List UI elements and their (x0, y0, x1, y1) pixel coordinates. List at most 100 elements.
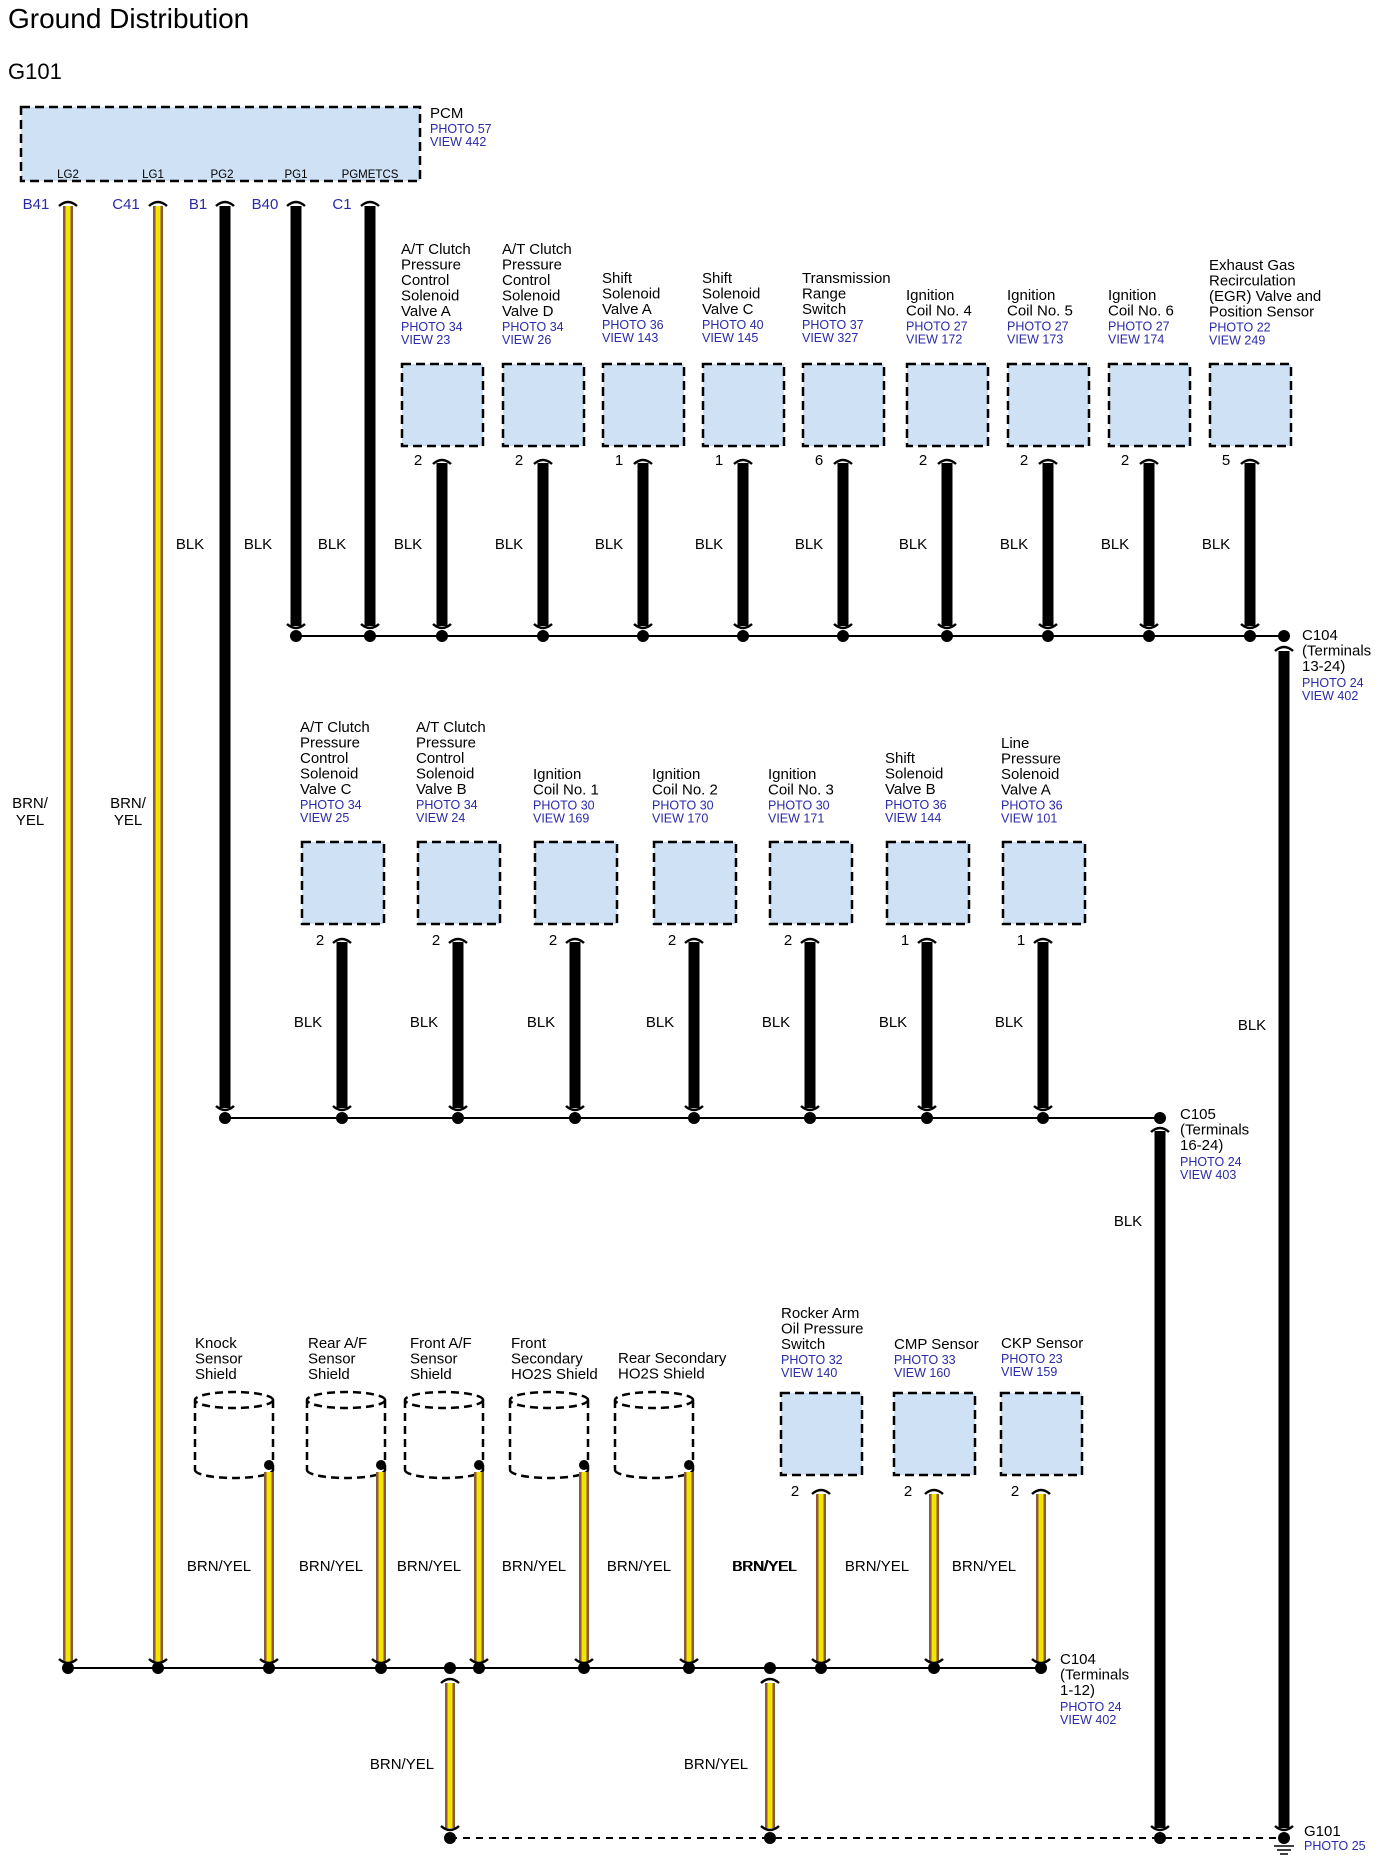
wire-color-label: BRN/YEL (370, 1756, 434, 1773)
pin-number: 2 (549, 932, 557, 949)
splice-dot (219, 1112, 231, 1124)
component-photo: PHOTO 34 (416, 798, 478, 812)
connector-label: C104 (1060, 1651, 1096, 1668)
wire-cap (1274, 1825, 1294, 1832)
shield-name: Shield (195, 1366, 237, 1383)
shield-cylinder (403, 1469, 485, 1480)
shield-name: Secondary (511, 1351, 583, 1368)
connector-dot (1278, 630, 1290, 642)
wire-cap (215, 1105, 235, 1112)
component-box (779, 1391, 864, 1477)
wire-color-label: BRN/YEL (187, 1558, 251, 1575)
splice-dot (444, 1832, 456, 1844)
component-box (801, 362, 886, 448)
component-photo: PHOTO 22 (1209, 321, 1271, 335)
shield-cylinder (403, 1400, 485, 1470)
pin-number: 2 (668, 932, 676, 949)
component-box (1001, 840, 1087, 926)
shield-cylinder (305, 1400, 387, 1470)
ground-photo: PHOTO 25 (1304, 1839, 1366, 1853)
component-view: VIEW 327 (802, 331, 858, 345)
wire-cap (1139, 458, 1159, 465)
shield-name: HO2S Shield (618, 1366, 705, 1383)
wire-cap (58, 200, 78, 207)
component-photo: PHOTO 36 (1001, 799, 1063, 813)
page-title: Ground Distribution (8, 3, 249, 34)
component-view: VIEW 101 (1001, 812, 1057, 826)
pin-number: 2 (791, 1483, 799, 1500)
pcm-photo: PHOTO 57 (430, 122, 492, 136)
splice-dot (537, 630, 549, 642)
component-view: VIEW 174 (1108, 333, 1164, 347)
shield-drain-dot (376, 1460, 386, 1470)
splice-dot (921, 1112, 933, 1124)
component-name: Coil No. 1 (533, 782, 599, 799)
wire-color-label: BLK (176, 536, 204, 553)
wire-cap (833, 458, 853, 465)
connector-photo: PHOTO 24 (1302, 676, 1364, 690)
shield-drain-dot (684, 1460, 694, 1470)
wire-color-label: BRN/YEL (733, 1558, 797, 1575)
component-name: Coil No. 2 (652, 782, 718, 799)
wire-color-label: BLK (394, 536, 422, 553)
wire-cap (286, 200, 306, 207)
pin-number: 2 (919, 452, 927, 469)
wire-cap (1150, 1825, 1170, 1832)
wire-cap (432, 458, 452, 465)
connector-label: C104 (1302, 627, 1338, 644)
component-box (768, 840, 854, 926)
wire-cap (440, 1677, 460, 1684)
shield-name: Shield (308, 1366, 350, 1383)
wire-color-label: BRN/YEL (845, 1558, 909, 1575)
wire-cap (448, 1105, 468, 1112)
component-name: Control (401, 272, 449, 289)
component-name: Control (300, 750, 348, 767)
pcm-cavity: B40 (252, 196, 279, 213)
splice-dot (837, 630, 849, 642)
component-name: CMP Sensor (894, 1336, 979, 1353)
wire-cap (533, 623, 553, 630)
component-box (652, 840, 738, 926)
component-name: Solenoid (502, 288, 560, 305)
connector-view: VIEW 402 (1302, 689, 1358, 703)
component-view: VIEW 173 (1007, 333, 1063, 347)
shield-drain-dot (264, 1460, 274, 1470)
component-photo: PHOTO 34 (300, 798, 362, 812)
component-view: VIEW 145 (702, 331, 758, 345)
wire-cap (684, 1105, 704, 1112)
component-box (533, 840, 619, 926)
wire-color-label: BRN/YEL (952, 1558, 1016, 1575)
wire-color-label: BLK (244, 536, 272, 553)
pcm-cavity: B1 (189, 196, 207, 213)
connector-photo: PHOTO 24 (1060, 1700, 1122, 1714)
component-name: Solenoid (300, 766, 358, 783)
pcm-terminal-label: LG2 (57, 169, 79, 181)
pin-number: 2 (432, 932, 440, 949)
splice-dot (62, 1662, 74, 1674)
wire-color-label: BLK (410, 1014, 438, 1031)
pcm-cavity: B41 (23, 196, 50, 213)
component-view: VIEW 159 (1001, 1365, 1057, 1379)
pin-number: 2 (316, 932, 324, 949)
component-photo: PHOTO 36 (885, 798, 947, 812)
pin-number: 1 (1017, 932, 1025, 949)
wire-cap (565, 1105, 585, 1112)
pin-number: 5 (1222, 452, 1230, 469)
wire-cap (1038, 458, 1058, 465)
component-photo: PHOTO 34 (502, 320, 564, 334)
component-name: Coil No. 6 (1108, 303, 1174, 320)
wire-cap (733, 458, 753, 465)
wire-color-label: BLK (1202, 536, 1230, 553)
pin-number: 2 (784, 932, 792, 949)
wire-color-label: BRN/YEL (502, 1558, 566, 1575)
splice-dot (290, 630, 302, 642)
wire-cap (565, 937, 585, 944)
component-box (416, 840, 502, 926)
wire-cap (1033, 937, 1053, 944)
shield-cylinder (193, 1469, 275, 1480)
component-photo: PHOTO 30 (768, 799, 830, 813)
wire-color-label: BRN/YEL (732, 1558, 796, 1575)
component-view: VIEW 160 (894, 1366, 950, 1380)
component-photo: PHOTO 30 (652, 799, 714, 813)
splice-dot (375, 1662, 387, 1674)
